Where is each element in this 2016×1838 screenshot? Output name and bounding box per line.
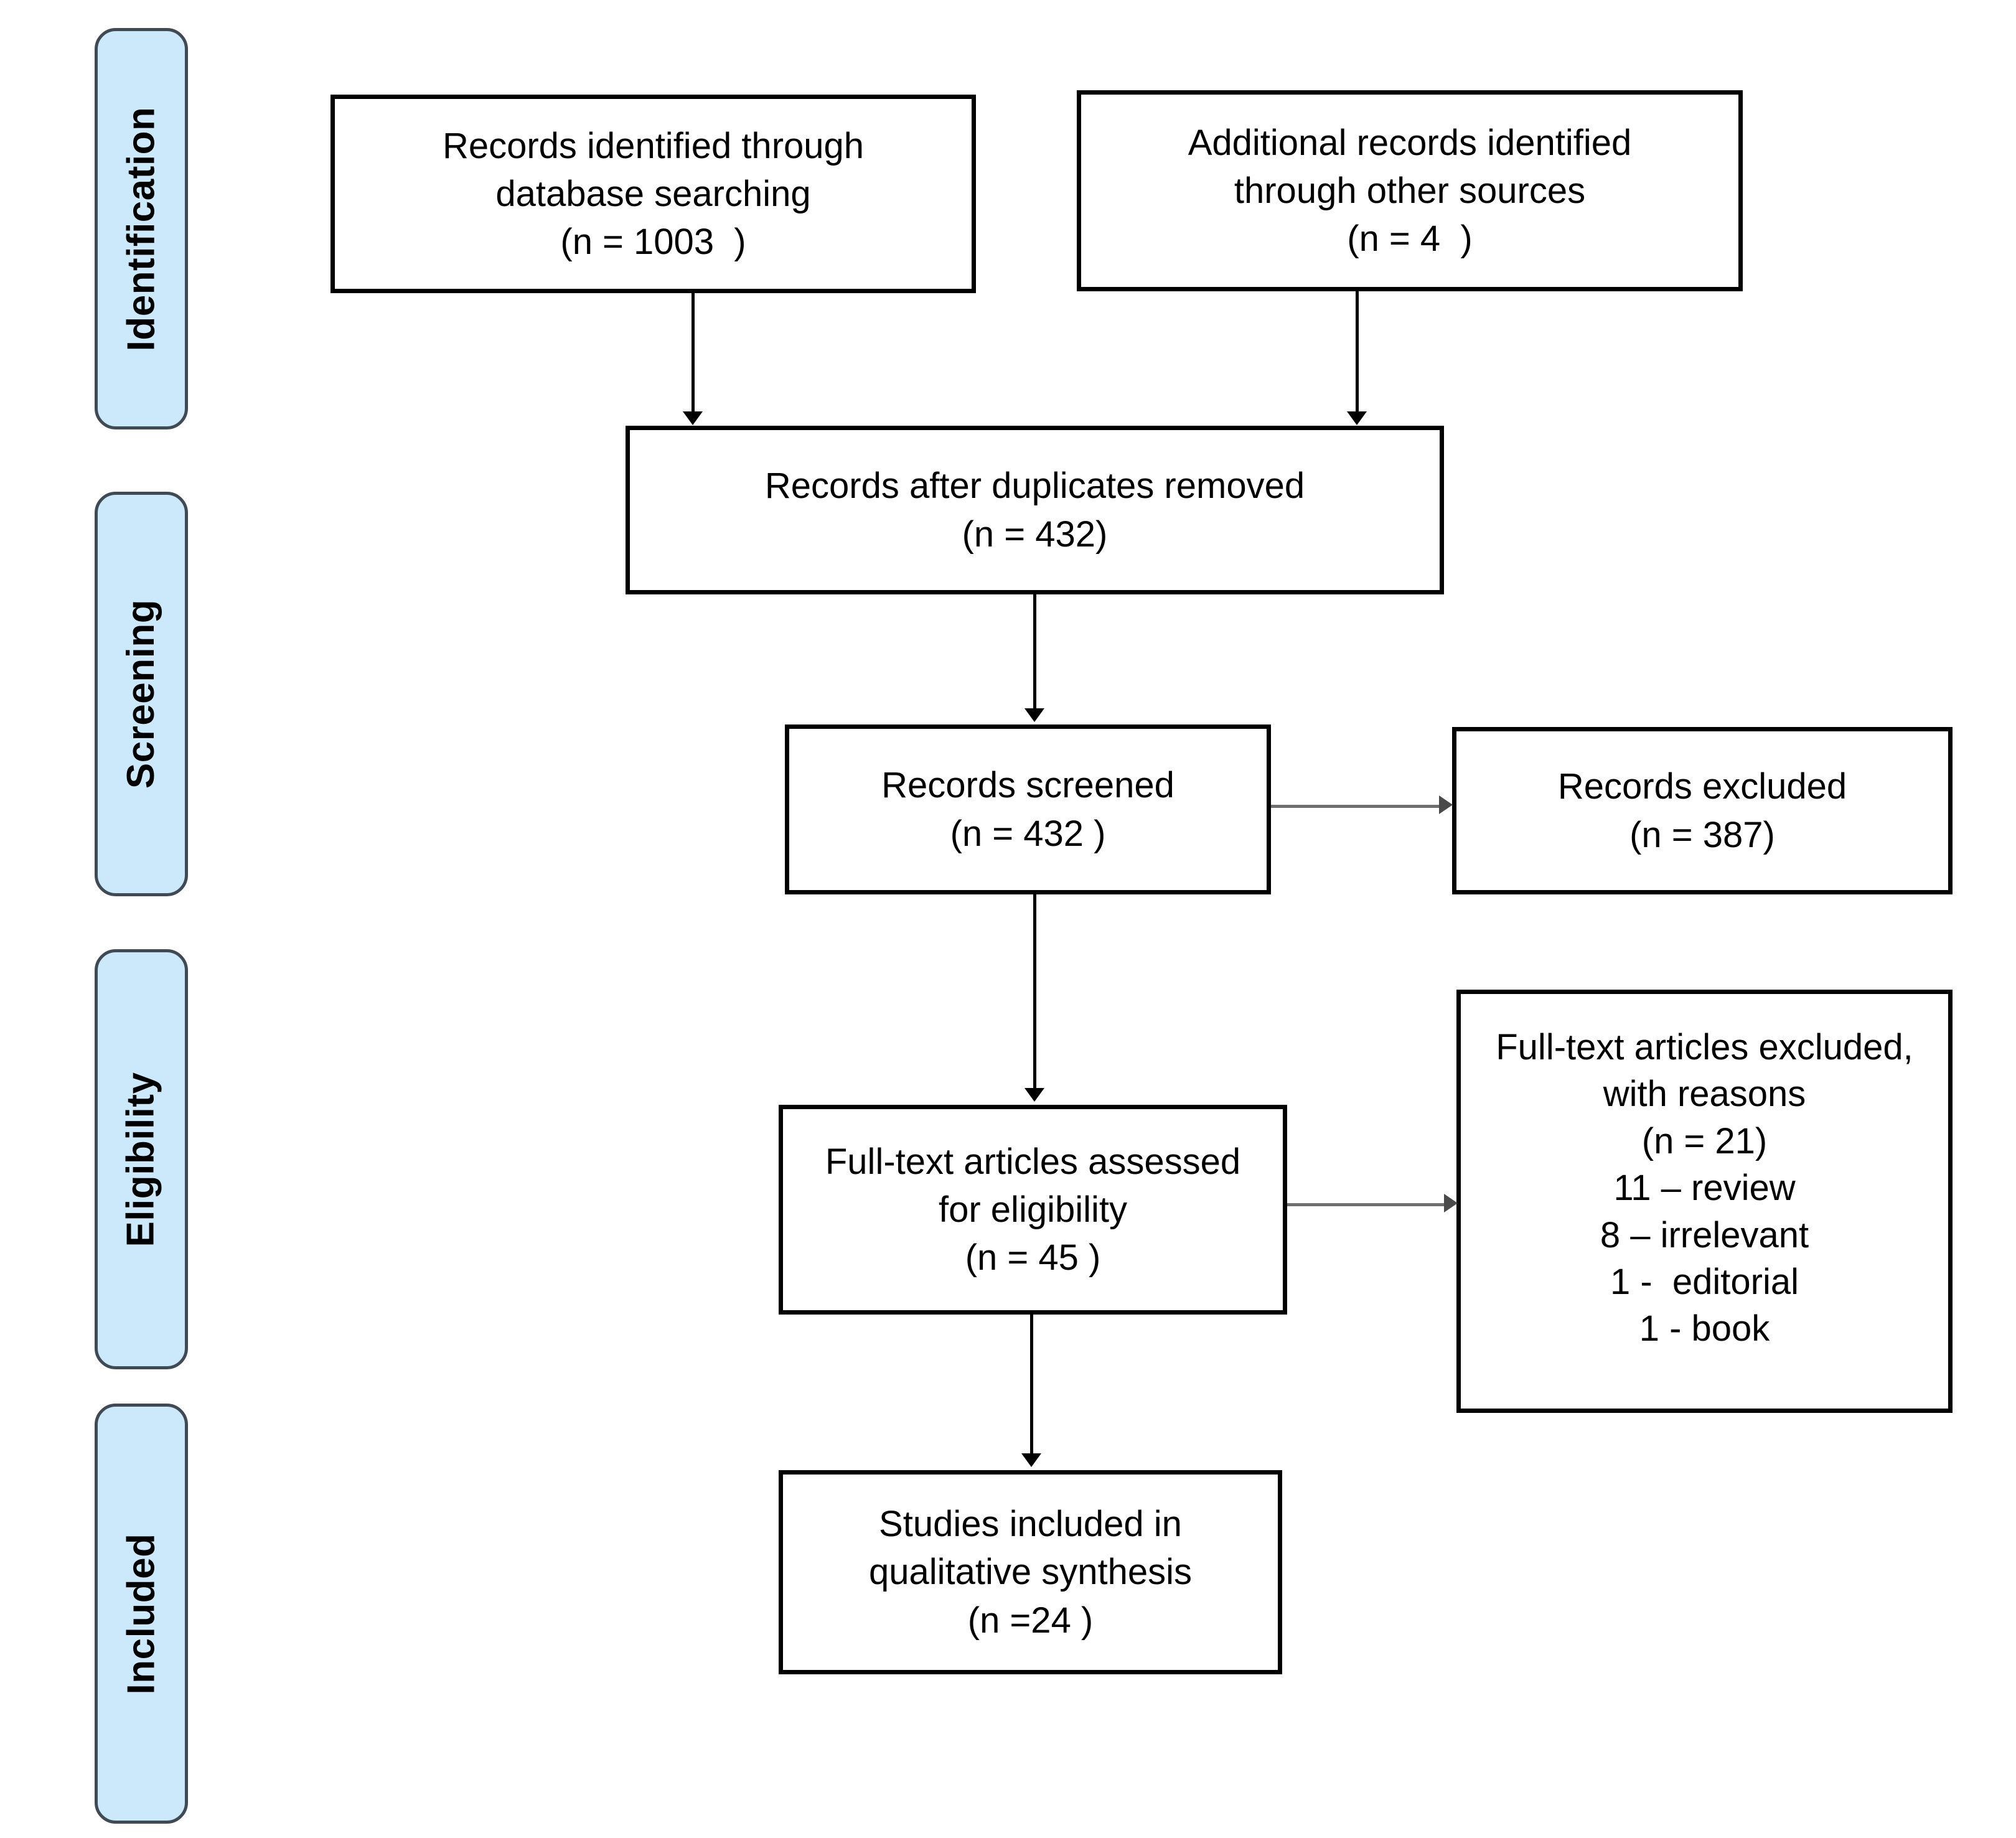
box-full-text-articles-assessed: Full-text articles assessed for eligibil…	[779, 1105, 1287, 1315]
stage-bar-included: Included	[95, 1404, 188, 1824]
box-line-reason: 1 - book	[1639, 1308, 1770, 1349]
box-line: (n = 387)	[1629, 814, 1775, 855]
box-line: Records identified through	[442, 125, 865, 166]
box-line: (n = 45 )	[965, 1237, 1101, 1278]
box-records-excluded: Records excluded (n = 387)	[1452, 727, 1953, 894]
box-line: (n =24 )	[967, 1600, 1094, 1641]
connector-fulltext-to-excluded-reasons	[1287, 1203, 1450, 1206]
stage-label-identification: Identification	[120, 106, 162, 351]
box-additional-records-other-sources: Additional records identified through ot…	[1077, 90, 1743, 291]
stage-label-eligibility: Eligibility	[120, 1071, 162, 1247]
stage-label-screening: Screening	[120, 599, 162, 789]
box-line: (n = 432)	[962, 513, 1108, 555]
connector-duplicates-to-screened	[1033, 594, 1036, 710]
connector-fulltext-to-included	[1030, 1315, 1033, 1455]
box-line: Studies included in	[879, 1504, 1182, 1545]
box-records-screened: Records screened (n = 432 )	[785, 724, 1271, 894]
box-line: for eligibility	[939, 1189, 1127, 1230]
connector-identified-to-duplicates	[692, 293, 695, 413]
box-line-reason: 8 – irrelevant	[1600, 1214, 1809, 1255]
stage-bar-identification: Identification	[95, 28, 188, 429]
connector-screened-to-excluded	[1271, 805, 1445, 808]
box-line: (n = 1003 )	[560, 222, 746, 263]
box-line: Full-text articles assessed	[825, 1141, 1241, 1182]
box-line: database searching	[495, 173, 811, 214]
box-line: Additional records identified	[1188, 122, 1632, 163]
arrowhead-screened-to-fulltext	[1024, 1088, 1044, 1102]
box-line: Records screened	[881, 765, 1174, 806]
stage-label-included: Included	[120, 1533, 162, 1694]
box-line: (n = 4 )	[1347, 218, 1473, 260]
box-records-identified-database: Records identified through database sear…	[331, 95, 976, 293]
box-line: Records excluded	[1557, 766, 1847, 807]
arrowhead-fulltext-to-included	[1021, 1453, 1041, 1467]
box-line: Full-text articles excluded,	[1496, 1027, 1913, 1067]
box-studies-included-qualitative-synthesis: Studies included in qualitative synthesi…	[779, 1470, 1282, 1674]
box-line: Records after duplicates removed	[764, 466, 1305, 507]
arrowhead-duplicates-to-screened	[1024, 708, 1044, 722]
box-full-text-articles-excluded: Full-text articles excluded, with reason…	[1456, 990, 1953, 1413]
box-records-after-duplicates-removed: Records after duplicates removed (n = 43…	[626, 426, 1444, 594]
box-line-reason: 11 – review	[1613, 1168, 1796, 1209]
stage-bar-screening: Screening	[95, 492, 188, 896]
box-line: (n = 432 )	[950, 813, 1106, 854]
stage-bar-eligibility: Eligibility	[95, 949, 188, 1369]
connector-additional-to-duplicates	[1356, 291, 1359, 413]
arrowhead-screened-to-excluded	[1439, 795, 1453, 814]
box-line: with reasons	[1603, 1074, 1806, 1115]
arrowhead-fulltext-to-excluded-reasons	[1444, 1194, 1458, 1212]
box-line-reason: 1 - editorial	[1610, 1261, 1799, 1302]
arrowhead-additional-to-duplicates	[1347, 411, 1367, 425]
box-line: qualitative synthesis	[868, 1552, 1193, 1593]
box-line: (n = 21)	[1641, 1120, 1768, 1161]
box-line: through other sources	[1234, 170, 1586, 211]
arrowhead-identified-to-duplicates	[683, 411, 703, 425]
connector-screened-to-fulltext	[1033, 894, 1036, 1089]
